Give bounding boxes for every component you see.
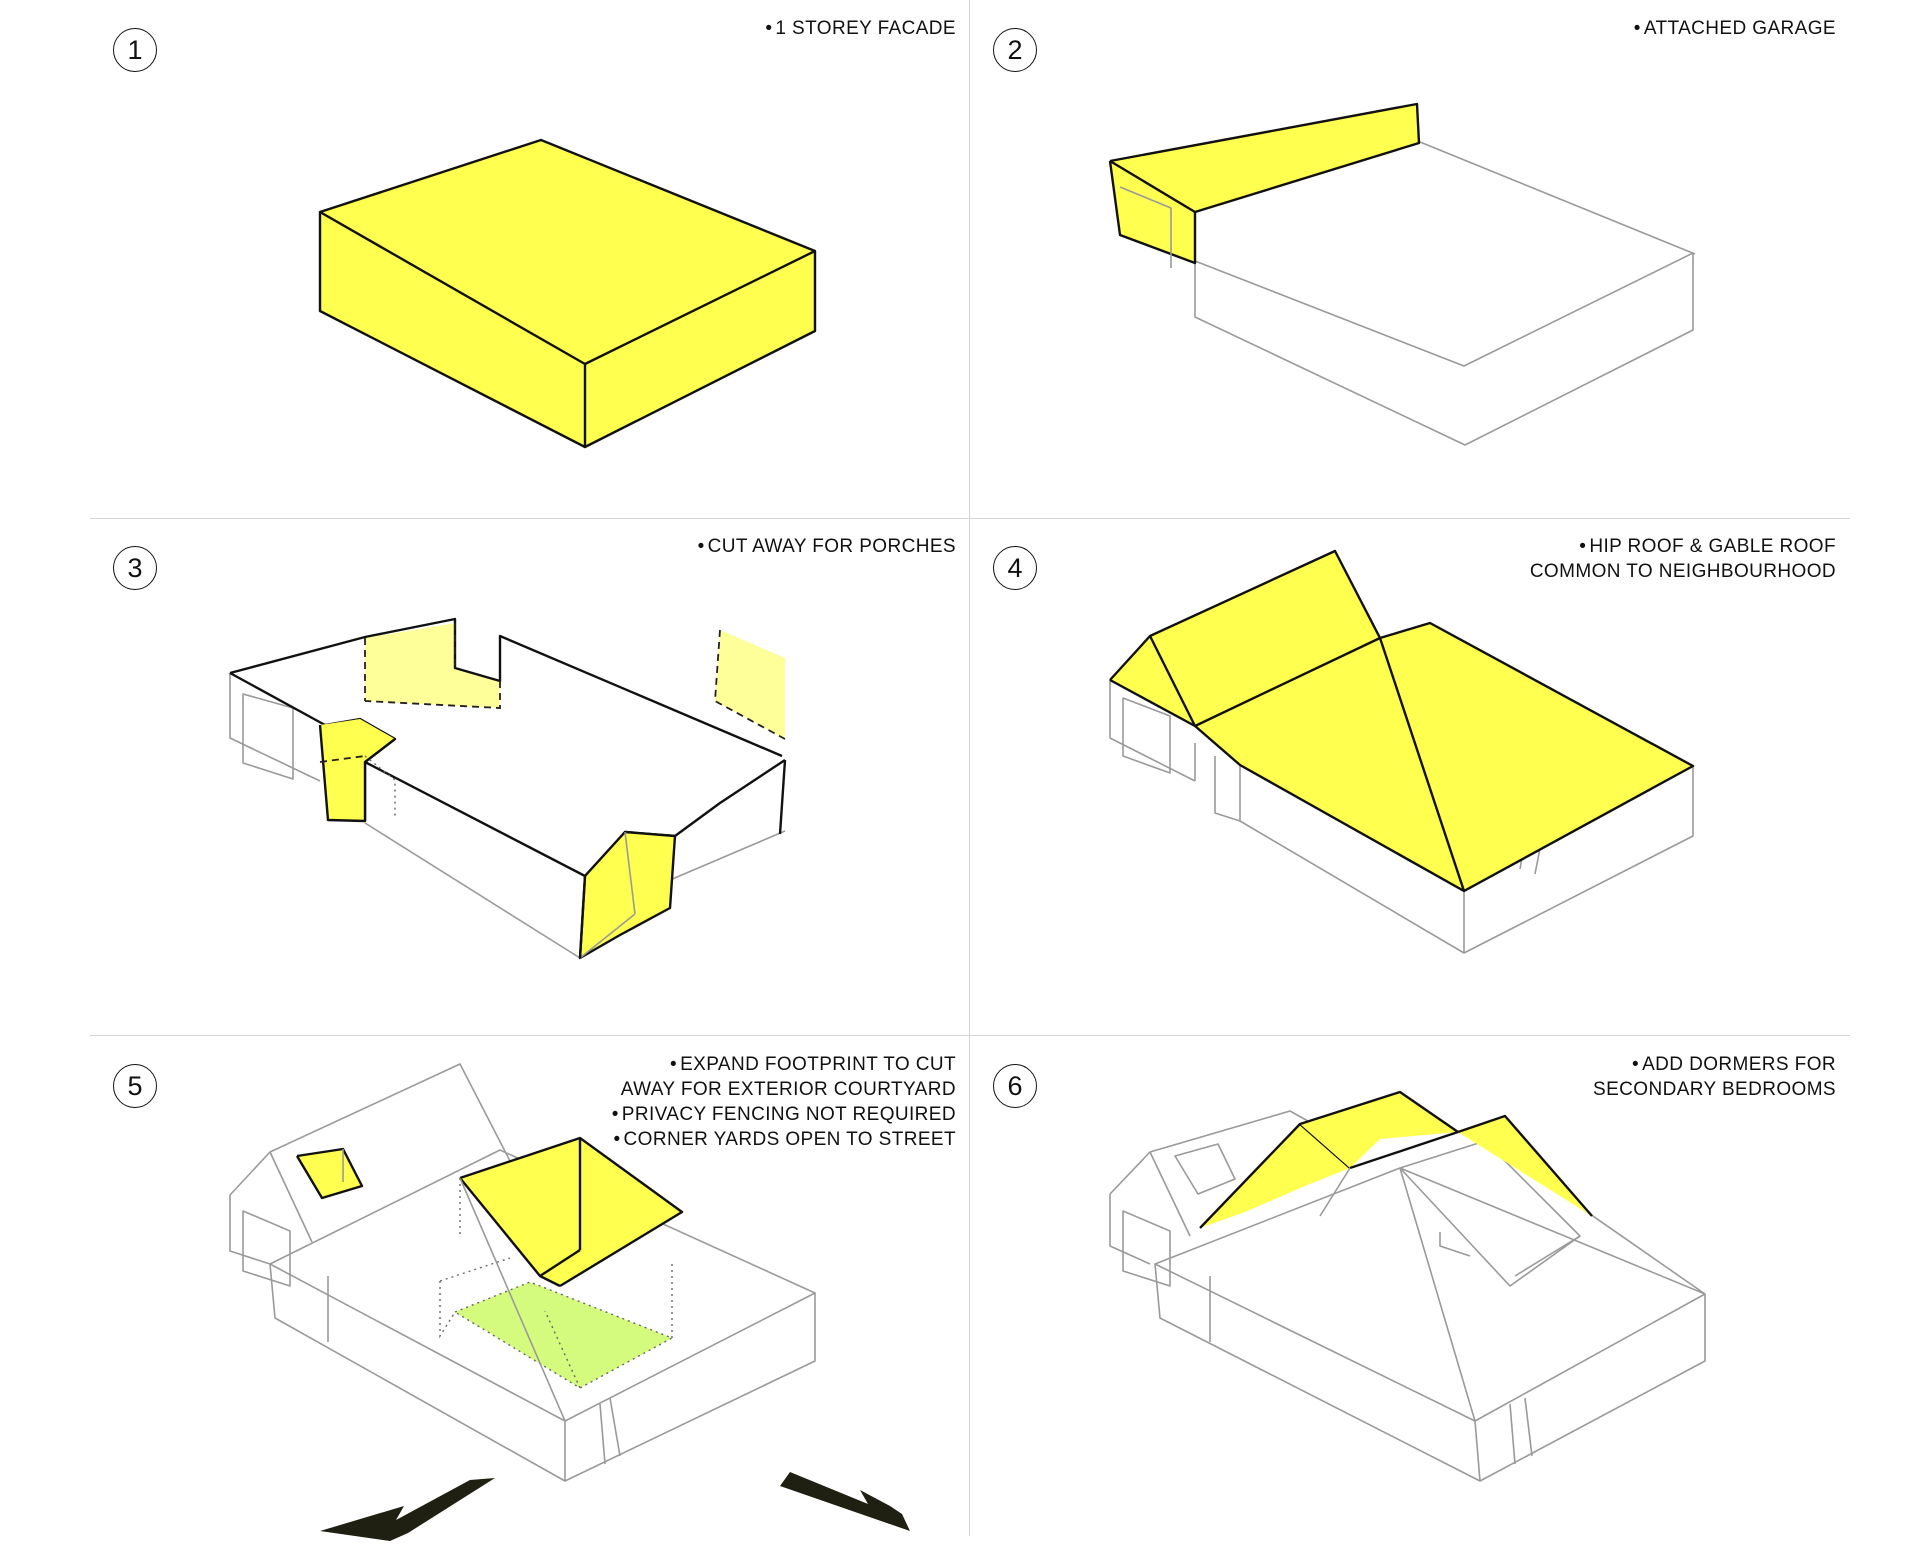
caption-line: EXPAND FOOTPRINT TO CUT: [612, 1052, 956, 1077]
horizontal-divider-1: [90, 518, 1850, 519]
step-number-2: 2: [993, 28, 1037, 72]
step-number-3: 3: [113, 546, 157, 590]
caption-line: ATTACHED GARAGE: [1634, 16, 1836, 41]
panel-3: 3 CUT AWAY FOR PORCHES: [90, 518, 970, 1031]
caption-line: ADD DORMERS FOR: [1593, 1052, 1836, 1077]
caption-3: CUT AWAY FOR PORCHES: [698, 534, 956, 559]
panel-4: 4 HIP ROOF & GABLE ROOF COMMON TO NEIGHB…: [970, 518, 1850, 1031]
dormers-drawing: [1109, 1090, 1706, 1482]
step-number-1: 1: [113, 28, 157, 72]
caption-5: EXPAND FOOTPRINT TO CUT AWAY FOR EXTERIO…: [612, 1052, 956, 1152]
garage-massing-drawing: [1108, 102, 1696, 446]
porch-cutaway-drawing: [229, 617, 787, 960]
horizontal-divider-2: [90, 1035, 1850, 1036]
caption-4: HIP ROOF & GABLE ROOF COMMON TO NEIGHBOU…: [1530, 534, 1836, 584]
step-number-5: 5: [113, 1064, 157, 1108]
step-number-6: 6: [993, 1064, 1037, 1108]
caption-line: CORNER YARDS OPEN TO STREET: [612, 1127, 956, 1152]
caption-line: AWAY FOR EXTERIOR COURTYARD: [620, 1079, 956, 1100]
arrow-left: [320, 1478, 495, 1541]
courtyard-expansion-drawing: [229, 1063, 910, 1541]
caption-line: PRIVACY FENCING NOT REQUIRED: [612, 1102, 956, 1127]
caption-line: CUT AWAY FOR PORCHES: [698, 534, 956, 559]
step-number-4: 4: [993, 546, 1037, 590]
panel-6: 6 ADD DORMERS FOR SECONDARY BEDROOMS: [970, 1036, 1850, 1549]
arrow-right: [780, 1472, 910, 1531]
panel-1: 1 1 STOREY FACADE: [90, 0, 970, 513]
panel-2: 2 ATTACHED GARAGE: [970, 0, 1850, 513]
caption-line: 1 STOREY FACADE: [765, 16, 956, 41]
caption-line: COMMON TO NEIGHBOURHOOD: [1529, 561, 1836, 582]
roof-forms-drawing: [1109, 549, 1695, 954]
caption-6: ADD DORMERS FOR SECONDARY BEDROOMS: [1593, 1052, 1836, 1102]
caption-1: 1 STOREY FACADE: [765, 16, 956, 41]
massing-box-drawing: [318, 138, 817, 449]
caption-line: SECONDARY BEDROOMS: [1593, 1079, 1836, 1100]
caption-line: HIP ROOF & GABLE ROOF: [1530, 534, 1836, 559]
vertical-divider: [969, 0, 970, 1536]
caption-2: ATTACHED GARAGE: [1634, 16, 1836, 41]
panel-5: 5 EXPAND FOOTPRINT TO CUT AWAY FOR EXTER…: [90, 1036, 970, 1549]
